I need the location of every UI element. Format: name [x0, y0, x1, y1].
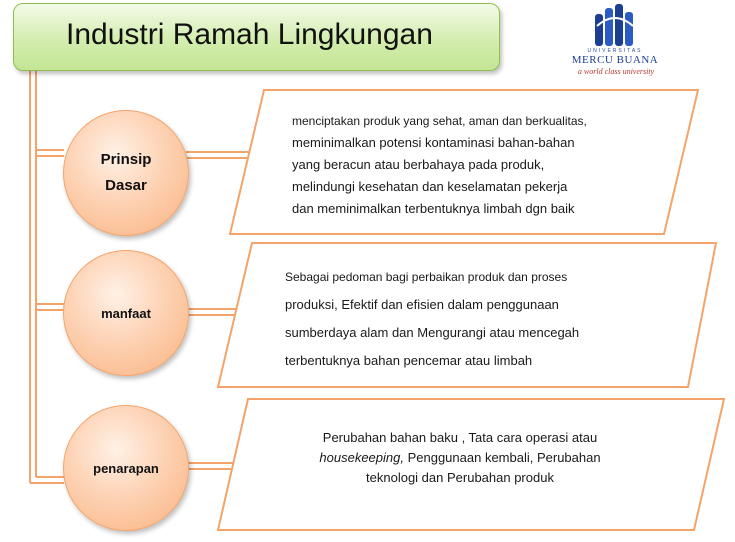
text-line: menciptakan produk yang sehat, aman dan …: [292, 114, 587, 128]
text-line: yang beracun atau berbahaya pada produk,: [292, 157, 545, 172]
title-box: Industri Ramah Lingkungan: [13, 3, 500, 71]
text-line: produksi, Efektif dan efisien dalam peng…: [285, 297, 559, 312]
logo-emblem-icon: [595, 4, 634, 46]
text-line: Perubahan bahan baku , Tata cara operasi…: [322, 430, 598, 445]
text-line: terbentuknya bahan pencemar atau limbah: [285, 353, 533, 368]
node-label: penarapan: [93, 460, 159, 476]
text-rest: Penggunaan kembali, Perubahan: [403, 450, 601, 465]
node-label-line: Dasar: [105, 177, 147, 194]
text-italic: housekeeping,: [319, 450, 404, 465]
logo-tagline: a world class university: [577, 67, 655, 76]
box-prinsip-dasar: [228, 89, 700, 235]
text-line: sumberdaya alam dan Mengurangi atau menc…: [285, 325, 580, 340]
text-manfaat: Sebagai pedoman bagi perbaikan produk da…: [285, 263, 635, 375]
text-line: Sebagai pedoman bagi perbaikan produk da…: [285, 270, 568, 284]
node-label: manfaat: [101, 305, 151, 321]
text-prinsip-dasar: menciptakan produk yang sehat, aman dan …: [292, 110, 632, 220]
text-line: meminimalkan potensi kontaminasi bahan-b…: [292, 135, 575, 150]
node-label-line: Prinsip: [100, 151, 152, 168]
text-line-2: housekeeping, Penggunaan kembali, Peruba…: [285, 448, 635, 468]
text-line: melindungi kesehatan dan keselamatan pek…: [292, 179, 568, 194]
box-manfaat: [216, 242, 718, 388]
box-penarapan: [216, 398, 726, 531]
node-manfaat: manfaat: [63, 250, 189, 376]
page-title: Industri Ramah Lingkungan: [66, 18, 433, 51]
node-penarapan: penarapan: [63, 405, 189, 531]
text-line: dan meminimalkan terbentuknya limbah dgn…: [292, 201, 575, 216]
node-prinsip-dasar: Prinsip Dasar: [63, 110, 189, 236]
text-penarapan: Perubahan bahan baku , Tata cara operasi…: [285, 428, 635, 488]
logo-university-label: UNIVERSITAS: [587, 48, 643, 54]
text-line: teknologi dan Perubahan produk: [366, 470, 554, 485]
university-logo: UNIVERSITAS MERCU BUANA a world class un…: [555, 4, 675, 78]
logo-name: MERCU BUANA: [571, 54, 659, 66]
